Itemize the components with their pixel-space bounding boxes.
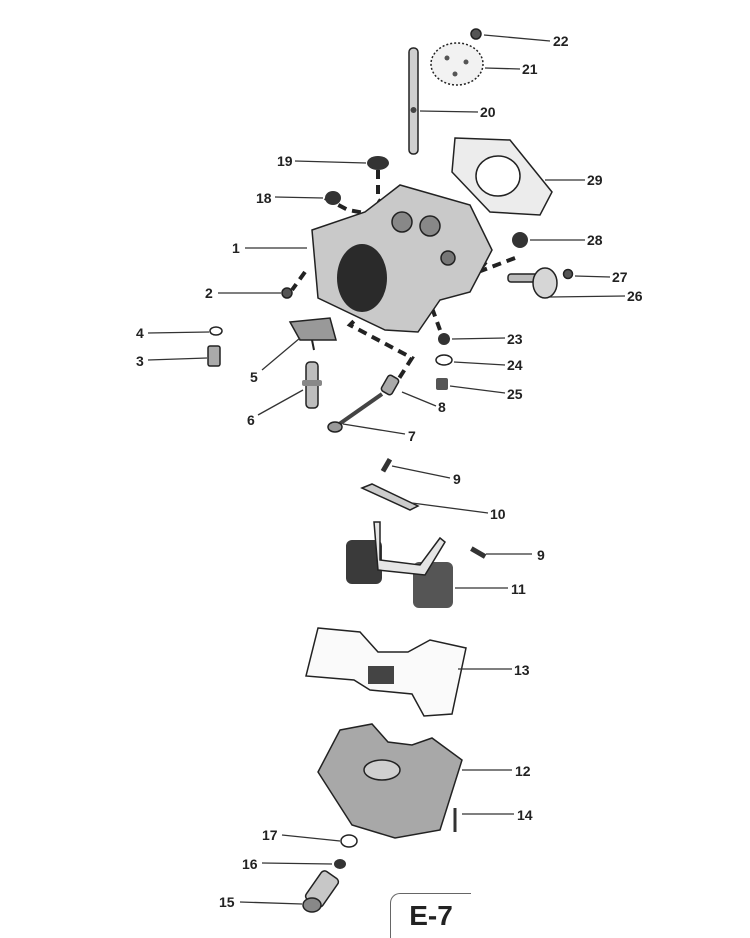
part-16-seal <box>334 859 346 869</box>
callout-27: 27 <box>612 269 628 285</box>
callout-9-lower: 9 <box>537 547 545 563</box>
part-27-screw <box>562 268 574 280</box>
part-4-washer <box>209 326 223 336</box>
part-9-pin-upper <box>380 457 393 473</box>
callout-10: 10 <box>490 506 506 522</box>
callout-15: 15 <box>219 894 235 910</box>
part-9-pin-lower <box>470 546 487 559</box>
callout-18: 18 <box>256 190 272 206</box>
callout-24: 24 <box>507 357 523 373</box>
part-21-cover-plate <box>430 42 484 86</box>
callout-26: 26 <box>627 288 643 304</box>
part-10-float-arm <box>360 483 420 511</box>
part-2-screw <box>281 287 293 299</box>
callout-21: 21 <box>522 61 538 77</box>
leader-23 <box>451 337 506 340</box>
part-12-float-bowl <box>317 723 463 839</box>
callout-23: 23 <box>507 331 523 347</box>
leader-4 <box>147 331 210 334</box>
leader-3 <box>147 357 208 361</box>
leader-5 <box>261 337 301 371</box>
leader-lines <box>147 34 626 905</box>
part-17-o-ring <box>340 834 358 848</box>
part-6-jet <box>302 361 322 409</box>
part-29-gasket <box>451 137 553 216</box>
part-25-nut <box>436 378 448 390</box>
callout-8: 8 <box>438 399 446 415</box>
part-26-lever <box>507 267 558 299</box>
callout-7: 7 <box>408 428 416 444</box>
callout-1: 1 <box>232 240 240 256</box>
part-15-drain-plug <box>302 870 340 913</box>
part-28-plug <box>512 232 528 248</box>
leader-15 <box>239 901 303 905</box>
callout-19: 19 <box>277 153 293 169</box>
callout-11: 11 <box>511 581 526 597</box>
part-8-spring <box>380 374 400 396</box>
leader-19 <box>294 160 367 164</box>
leader-17 <box>281 834 341 842</box>
part-19-plug <box>367 156 389 170</box>
parts <box>207 28 574 913</box>
part-18-plug <box>325 191 341 205</box>
part-23-seal <box>438 333 450 345</box>
part-24-washer <box>435 354 453 366</box>
part-13-gasket <box>305 627 467 717</box>
callout-16: 16 <box>242 856 258 872</box>
leader-26 <box>549 295 626 298</box>
callout-12: 12 <box>515 763 531 779</box>
callout-4: 4 <box>136 325 144 341</box>
part-11-float <box>346 521 453 608</box>
callout-20: 20 <box>480 104 496 120</box>
leader-6 <box>257 389 304 416</box>
leader-24 <box>453 361 506 366</box>
part-22-screw <box>470 28 482 40</box>
callout-2: 2 <box>205 285 213 301</box>
callout-6: 6 <box>247 412 255 428</box>
callout-28: 28 <box>587 232 603 248</box>
part-3-fitting <box>207 345 221 367</box>
callout-5: 5 <box>250 369 258 385</box>
leader-18 <box>274 196 324 199</box>
leader-10 <box>411 502 489 514</box>
part-1-carburetor-body <box>311 184 493 333</box>
part-5-bracket <box>288 317 337 351</box>
figure-id-label: E-7 <box>390 893 471 938</box>
leader-7 <box>342 423 406 435</box>
part-20-shaft <box>408 47 419 155</box>
callout-17: 17 <box>262 827 278 843</box>
leader-27 <box>574 275 611 278</box>
callout-9-upper: 9 <box>453 471 461 487</box>
leader-16 <box>261 862 333 865</box>
part-7-needle <box>327 392 384 433</box>
leader-20 <box>419 110 479 113</box>
leader-8 <box>401 391 437 407</box>
callout-3: 3 <box>136 353 144 369</box>
callout-22: 22 <box>553 33 569 49</box>
leader-9-upper <box>391 465 451 479</box>
callout-13: 13 <box>514 662 530 678</box>
callout-29: 29 <box>587 172 603 188</box>
callout-25: 25 <box>507 386 523 402</box>
leader-22 <box>483 34 551 42</box>
leader-21 <box>484 67 521 70</box>
callout-14: 14 <box>517 807 533 823</box>
callout-numbers: 22 21 20 19 29 18 1 28 27 2 26 4 23 3 24… <box>136 33 643 910</box>
leader-25 <box>449 385 506 394</box>
